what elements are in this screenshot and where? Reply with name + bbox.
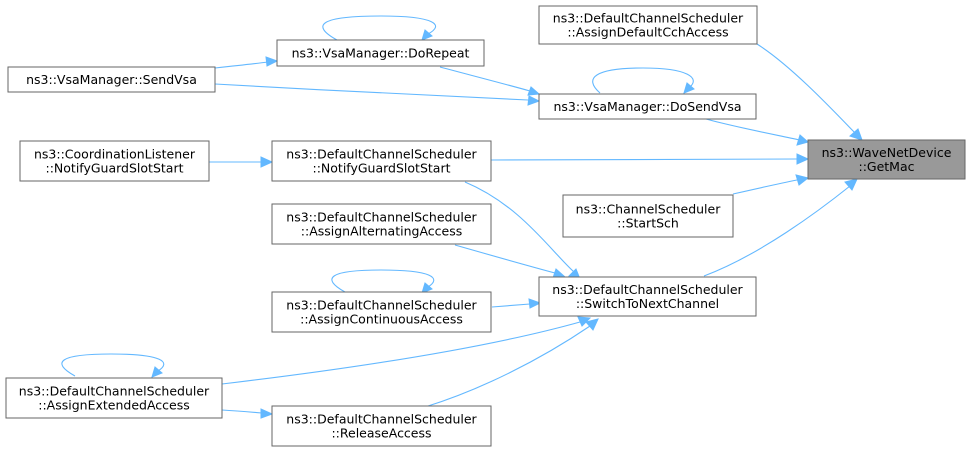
- edge-notifyguard-dcs-to-getmac: [490, 158, 799, 161]
- node-label-line: ns3::DefaultChannelScheduler: [286, 147, 477, 162]
- edges: [61, 15, 863, 419]
- node-label-line: ::SwitchToNextChannel: [576, 296, 719, 311]
- node-label-line: ns3::VsaManager::DoSendVsa: [553, 99, 741, 114]
- edge-dosendvsa-to-getmac: [705, 118, 801, 141]
- node-switch-to-next[interactable]: ns3::DefaultChannelScheduler::SwitchToNe…: [538, 276, 757, 317]
- arrowhead: [796, 134, 810, 146]
- edge-assignextended-self-loop: [61, 353, 165, 377]
- arrowhead: [260, 408, 274, 419]
- node-label-line: ns3::DefaultChannelScheduler: [553, 11, 744, 26]
- node-notify-guard-c-l[interactable]: ns3::CoordinationListener::NotifyGuardSl…: [19, 140, 210, 182]
- arrowhead: [585, 318, 599, 331]
- node-box: [19, 140, 210, 182]
- edge-switchtonext-to-getmac: [703, 185, 851, 277]
- node-box: [538, 5, 758, 45]
- edge-startsch-to-getmac: [732, 179, 798, 195]
- node-do-repeat[interactable]: ns3::VsaManager::DoRepeat: [276, 39, 485, 67]
- arrowhead: [849, 128, 863, 141]
- arrowhead: [527, 86, 541, 96]
- node-box: [271, 140, 492, 182]
- node-notify-guard-d-c-s[interactable]: ns3::DefaultChannelScheduler::NotifyGuar…: [271, 140, 492, 182]
- node-label-line: ns3::DefaultChannelScheduler: [19, 384, 210, 399]
- node-label-line: ::AssignAlternatingAccess: [301, 224, 462, 239]
- arrowhead: [796, 153, 810, 165]
- arrowhead: [421, 282, 433, 294]
- node-label-line: ::NotifyGuardSlotStart: [46, 161, 184, 176]
- edge-assignextended-to-switch: [221, 321, 581, 385]
- edge-dorepeat-self-loop: [322, 15, 437, 41]
- arrowhead: [528, 298, 542, 309]
- edge-sendvsa-to-dosendvsa: [214, 83, 529, 101]
- node-box: [271, 203, 492, 245]
- node-box: [271, 405, 492, 447]
- node-box: [562, 194, 734, 238]
- node-root[interactable]: ns3::WaveNetDevice::GetMac: [807, 139, 966, 180]
- node-label-line: ns3::VsaManager::DoRepeat: [292, 46, 470, 61]
- node-label-line: ::AssignContinuousAccess: [300, 312, 463, 327]
- node-label-line: ns3::DefaultChannelScheduler: [286, 210, 477, 225]
- node-release-access[interactable]: ns3::DefaultChannelScheduler::ReleaseAcc…: [271, 405, 492, 447]
- node-label-line: ns3::ChannelScheduler: [576, 202, 722, 217]
- arrowhead: [795, 174, 810, 186]
- node-label-line: ::NotifyGuardSlotStart: [313, 161, 451, 176]
- edge-assign-default-cch-to-getmac: [756, 43, 856, 134]
- arrowhead: [527, 95, 541, 106]
- node-box: [276, 39, 485, 67]
- node-box: [538, 276, 757, 317]
- node-label-line: ns3::DefaultChannelScheduler: [286, 412, 477, 427]
- node-start-sch[interactable]: ns3::ChannelScheduler::StartSch: [562, 194, 734, 238]
- edge-notifyguard-dcs-to-switch: [464, 181, 575, 273]
- arrowhead: [265, 56, 279, 67]
- node-label-line: ns3::DefaultChannelScheduler: [552, 282, 743, 297]
- arrowhead: [151, 366, 163, 378]
- node-label-line: ns3::DefaultChannelScheduler: [286, 298, 477, 313]
- node-assign-default-cch[interactable]: ns3::DefaultChannelScheduler::AssignDefa…: [538, 5, 758, 45]
- node-label-line: ::ReleaseAccess: [331, 426, 431, 441]
- node-assign-continuous[interactable]: ns3::DefaultChannelScheduler::AssignCont…: [271, 291, 492, 333]
- node-box: [807, 139, 966, 180]
- node-label-line: ::AssignDefaultCchAccess: [567, 25, 728, 40]
- node-label-line: ::GetMac: [858, 159, 914, 174]
- arrowhead: [844, 178, 858, 191]
- edge-releaseaccess-to-switch: [424, 325, 591, 408]
- node-label-line: ns3::VsaManager::SendVsa: [26, 72, 197, 87]
- node-box: [271, 291, 492, 333]
- edge-assigncontinuous-self-loop: [331, 269, 435, 293]
- node-label-line: ns3::WaveNetDevice: [822, 145, 952, 160]
- arrowhead: [683, 82, 695, 94]
- node-box: [538, 93, 757, 120]
- edge-dosendvsa-self-loop: [592, 67, 694, 94]
- edge-assignextended-to-releaseaccess: [221, 409, 263, 414]
- node-assign-extended[interactable]: ns3::DefaultChannelScheduler::AssignExte…: [5, 377, 223, 419]
- node-assign-alternating[interactable]: ns3::DefaultChannelScheduler::AssignAlte…: [271, 203, 492, 245]
- arrowhead: [260, 156, 274, 168]
- node-label-line: ::StartSch: [617, 216, 679, 231]
- edge-sendvsa-to-dorepeat: [214, 61, 269, 69]
- node-box: [5, 377, 223, 419]
- node-label-line: ns3::CoordinationListener: [34, 147, 196, 162]
- edge-assigncontinuous-to-switch: [491, 303, 531, 308]
- arrowhead: [421, 29, 433, 41]
- node-do-send-vsa[interactable]: ns3::VsaManager::DoSendVsa: [538, 93, 757, 120]
- node-box: [7, 66, 216, 93]
- node-label-line: ::AssignExtendedAccess: [38, 398, 190, 413]
- edge-assignalternating-to-switch: [454, 244, 556, 274]
- edge-dorepeat-to-dosendvsa: [439, 66, 531, 92]
- node-send-vsa[interactable]: ns3::VsaManager::SendVsa: [7, 66, 216, 93]
- nodes: ns3::WaveNetDevice::GetMacns3::DefaultCh…: [5, 5, 966, 447]
